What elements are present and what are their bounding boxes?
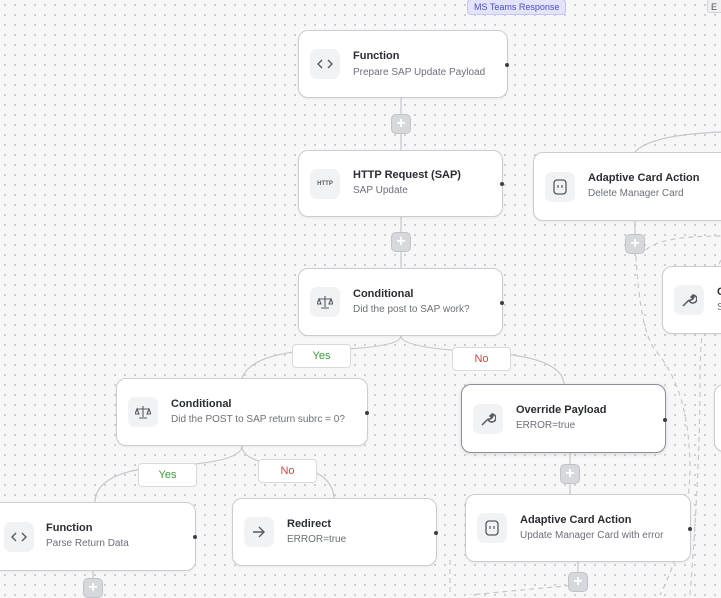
node-title: C [717, 286, 721, 298]
output-port[interactable] [663, 418, 667, 422]
node-function-parse[interactable]: Function Parse Return Data [0, 502, 197, 571]
code-icon [310, 49, 340, 79]
scale-icon [128, 397, 158, 427]
node-http-request[interactable]: HTTP HTTP Request (SAP) SAP Update [298, 150, 504, 217]
node-title: Redirect [287, 518, 332, 530]
card-icon [545, 171, 575, 202]
add-step-button[interactable]: + [625, 234, 645, 254]
node-title: Function [353, 50, 400, 62]
branch-no-label[interactable]: No [452, 347, 511, 371]
edge [634, 131, 721, 153]
node-subtitle: Prepare SAP Update Payload [353, 67, 486, 78]
wrench-icon [674, 285, 704, 315]
output-port[interactable] [688, 527, 692, 531]
node-adaptive-update[interactable]: Adaptive Card Action Update Manager Card… [465, 494, 692, 562]
node-subtitle: ERROR=true [516, 420, 576, 431]
node-subtitle: Update Manager Card with error [520, 530, 664, 541]
card-icon [477, 513, 507, 543]
edge-dashed [689, 259, 721, 595]
add-step-button[interactable]: + [560, 464, 580, 484]
output-port[interactable] [365, 411, 369, 415]
branch-yes-label[interactable]: Yes [292, 344, 351, 368]
node-override-payload[interactable]: Override Payload ERROR=true [461, 384, 667, 453]
node-subtitle: SAP Update [353, 185, 408, 196]
http-icon: HTTP [310, 168, 340, 199]
output-port[interactable] [505, 63, 509, 67]
node-function-prepare[interactable]: Function Prepare SAP Update Payload [298, 30, 509, 98]
node-title: Adaptive Card Action [520, 514, 632, 526]
partial-tag[interactable]: E [707, 0, 721, 13]
branch-no-label[interactable]: No [258, 459, 317, 483]
node-redirect[interactable]: Redirect ERROR=true [232, 498, 438, 566]
node-subtitle: Did the post to SAP work? [353, 304, 470, 315]
output-port[interactable] [500, 301, 504, 305]
output-port[interactable] [193, 535, 197, 539]
node-subtitle: Delete Manager Card [588, 188, 684, 199]
add-step-button[interactable]: + [83, 578, 103, 598]
node-subtitle: S [717, 302, 721, 313]
node-title: HTTP Request (SAP) [353, 169, 461, 181]
node-adaptive-delete[interactable]: Adaptive Card Action Delete Manager Card [533, 152, 721, 221]
node-conditional-post[interactable]: Conditional Did the post to SAP work? [298, 268, 504, 336]
node-title: Override Payload [516, 404, 607, 416]
node-partial-edge[interactable] [714, 384, 721, 452]
node-subtitle: Parse Return Data [46, 538, 129, 549]
node-subtitle: Did the POST to SAP return subrc = 0? [171, 414, 345, 425]
edge-dashed [635, 255, 691, 595]
node-title: Conditional [171, 398, 232, 410]
code-icon [4, 521, 34, 552]
arrow-right-icon [244, 517, 274, 547]
add-step-button[interactable]: + [391, 232, 411, 252]
output-port[interactable] [434, 531, 438, 535]
node-conditional-subrc[interactable]: Conditional Did the POST to SAP return s… [116, 378, 369, 446]
node-title: Adaptive Card Action [588, 172, 700, 184]
scale-icon [310, 287, 340, 317]
node-partial-right[interactable]: C S [662, 266, 721, 334]
branch-yes-label[interactable]: Yes [138, 463, 197, 487]
node-title: Conditional [353, 288, 414, 300]
ms-teams-response-tag[interactable]: MS Teams Response [467, 0, 567, 15]
add-step-button[interactable]: + [568, 572, 588, 592]
add-step-button[interactable]: + [391, 114, 411, 134]
edge-dashed [645, 235, 721, 251]
wrench-icon [473, 403, 503, 434]
node-subtitle: ERROR=true [287, 534, 347, 545]
node-title: Function [46, 522, 93, 534]
output-port[interactable] [500, 182, 504, 186]
